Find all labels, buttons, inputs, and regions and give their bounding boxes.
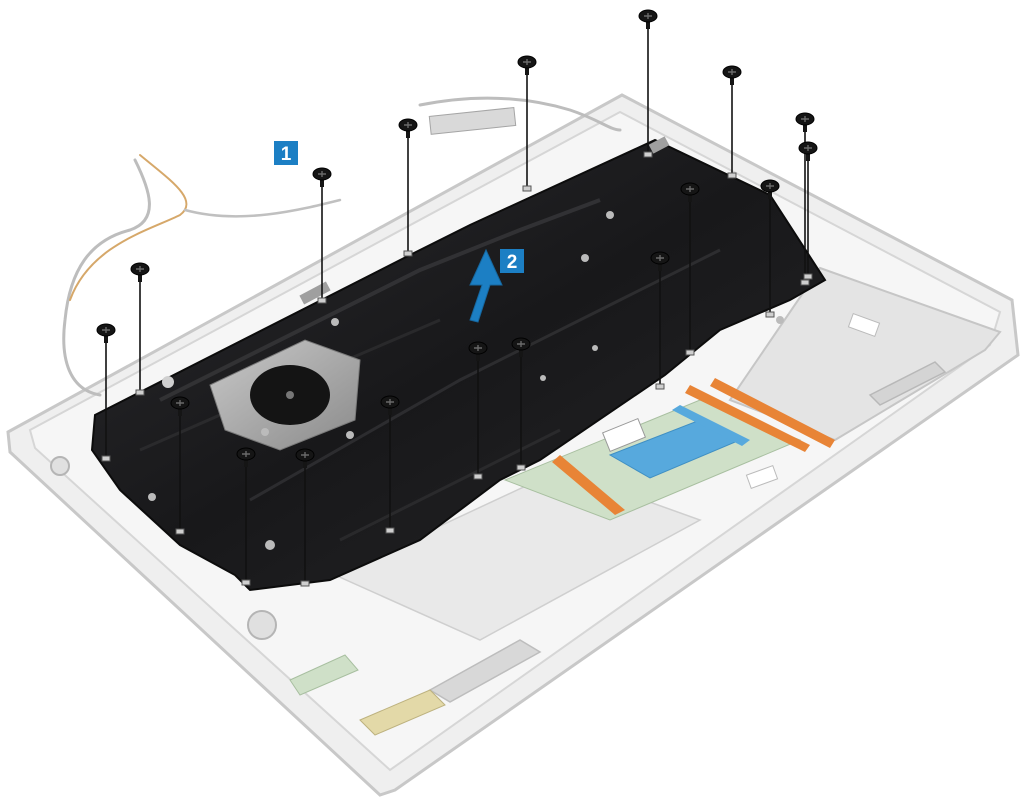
- screw-hole: [300, 580, 310, 587]
- screw-shank: [178, 406, 182, 416]
- screw-cross-slot: [102, 327, 110, 333]
- screw-cross-slot: [766, 183, 774, 189]
- sticker: [745, 464, 779, 490]
- screw-cross-slot: [474, 345, 482, 351]
- screw-hole: [800, 279, 810, 286]
- lift-up-arrow: [469, 248, 503, 323]
- ribbon-cables: [552, 378, 835, 515]
- screw: [398, 118, 418, 257]
- screw-hole: [101, 455, 111, 462]
- antenna-cables: [62, 96, 622, 397]
- screw-shank: [104, 333, 108, 343]
- screw-cross-slot: [386, 399, 394, 405]
- screw-cross-slot: [644, 13, 652, 19]
- screw: [511, 337, 531, 471]
- screw-shank: [688, 192, 692, 202]
- screw-cross-slot: [523, 59, 531, 65]
- screw-shank: [406, 128, 410, 138]
- screw-shank: [244, 457, 248, 467]
- screw-hole: [516, 464, 526, 471]
- screw-cross-slot: [656, 255, 664, 261]
- sticker: [601, 417, 647, 453]
- screw-hole: [803, 273, 813, 280]
- screw-shank: [138, 272, 142, 282]
- callout-step-1-box: [274, 141, 298, 165]
- screw: [312, 167, 332, 304]
- screw-hole: [765, 311, 775, 318]
- screw-hole: [317, 297, 327, 304]
- screw: [380, 395, 400, 534]
- sticker: [847, 312, 881, 338]
- callout-step-2-label: 2: [507, 252, 518, 273]
- screw-cross-slot: [801, 116, 809, 122]
- screw-shank: [730, 75, 734, 85]
- callout-step-2: 2: [500, 249, 524, 273]
- screw-hole: [727, 172, 737, 179]
- screw-cross-slot: [176, 400, 184, 406]
- callout-step-1-label: 1: [281, 144, 292, 165]
- screw-shank: [519, 347, 523, 357]
- screw-hole: [522, 185, 532, 192]
- screw-cross-slot: [404, 122, 412, 128]
- screw: [680, 182, 700, 356]
- screw-hole: [685, 349, 695, 356]
- screw-shank: [768, 189, 772, 199]
- screw: [236, 447, 256, 586]
- screw-cross-slot: [136, 266, 144, 272]
- screw-shank: [388, 405, 392, 415]
- screw: [170, 396, 190, 535]
- io-board: [359, 689, 446, 736]
- wlan-board: [289, 654, 359, 696]
- display-connector: [428, 107, 517, 135]
- screw-shank: [658, 261, 662, 271]
- screw-shank: [803, 122, 807, 132]
- screw-shank: [476, 351, 480, 361]
- screw-hole: [403, 250, 413, 257]
- screw-hole: [135, 389, 145, 396]
- screw: [517, 55, 537, 192]
- screw-cross-slot: [728, 69, 736, 75]
- screw: [468, 341, 488, 480]
- screw-cross-slot: [517, 341, 525, 347]
- screw-group: [96, 9, 818, 587]
- touchpad-area: [728, 266, 1002, 442]
- callout-step-2-box: [500, 249, 524, 273]
- screw-hole: [241, 579, 251, 586]
- callout-step-1: 1: [274, 141, 298, 165]
- screw: [722, 65, 742, 179]
- screw: [295, 448, 315, 587]
- screw-shank: [303, 458, 307, 468]
- screw: [798, 141, 818, 280]
- screw-hole: [385, 527, 395, 534]
- screw-cross-slot: [804, 145, 812, 151]
- screw: [650, 251, 670, 390]
- screw-hole: [643, 151, 653, 158]
- screw: [760, 179, 780, 318]
- screw-shank: [806, 151, 810, 161]
- screw: [96, 323, 116, 462]
- screw-shank: [320, 177, 324, 187]
- screw-cross-slot: [242, 451, 250, 457]
- screw-hole: [175, 528, 185, 535]
- screw-hole: [655, 383, 665, 390]
- screw-cross-slot: [318, 171, 326, 177]
- screw: [638, 9, 658, 158]
- screw-cross-slot: [301, 452, 309, 458]
- audio-port: [50, 456, 70, 476]
- screw-hole: [473, 473, 483, 480]
- screw-shank: [525, 65, 529, 75]
- speaker-grille: [428, 639, 542, 703]
- screw-shank: [646, 19, 650, 29]
- screw: [130, 262, 150, 396]
- coin-battery: [247, 610, 277, 640]
- screw-cross-slot: [686, 186, 694, 192]
- side-port: [868, 361, 947, 406]
